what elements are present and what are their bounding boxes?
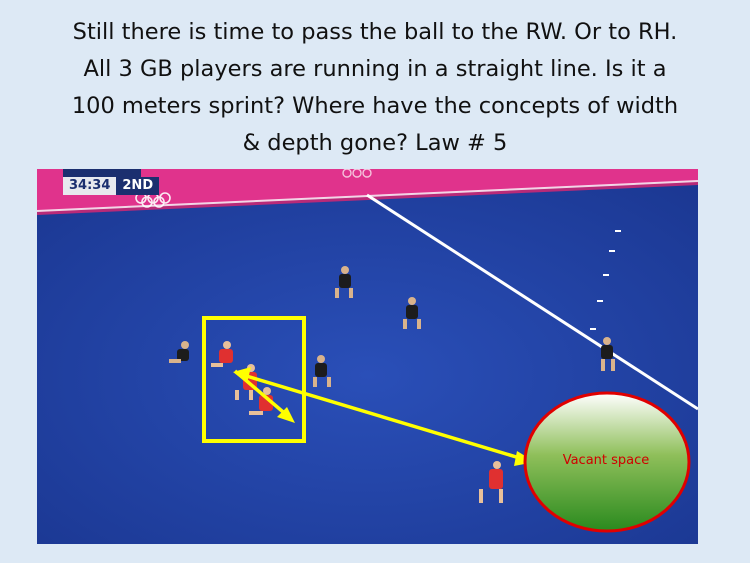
gb-player	[479, 461, 503, 503]
slide-title: Still there is time to pass the ball to …	[20, 14, 730, 162]
dash-marks	[590, 230, 621, 330]
match-period: 2ND	[116, 177, 160, 195]
olympic-rings-icon	[342, 169, 372, 178]
pitch-line	[366, 193, 698, 411]
opponent-player	[403, 297, 421, 329]
title-line: Still there is time to pass the ball to …	[72, 19, 678, 45]
hockey-field-photo: 34:34 2ND Vacant space	[37, 169, 698, 544]
vacant-space-label: Vacant space	[562, 453, 650, 468]
title-line: All 3 GB players are running in a straig…	[83, 56, 667, 82]
opponent-player	[335, 266, 353, 298]
opponent-player	[313, 355, 331, 387]
gb-player	[211, 341, 233, 367]
title-line: 100 meters sprint? Where have the concep…	[71, 93, 679, 119]
match-clock: 34:34	[63, 177, 117, 195]
scoreboard: 34:34 2ND	[63, 177, 160, 195]
opponent-player	[169, 341, 189, 363]
field-graphic	[37, 169, 698, 544]
title-line: & depth gone? Law # 5	[242, 130, 508, 156]
scoreboard-header	[63, 169, 141, 177]
advertising-board	[37, 169, 698, 211]
opponent-players	[169, 266, 615, 387]
opponent-player	[601, 337, 615, 371]
highlight-box	[202, 316, 306, 443]
vacant-space-ellipse	[523, 391, 691, 533]
